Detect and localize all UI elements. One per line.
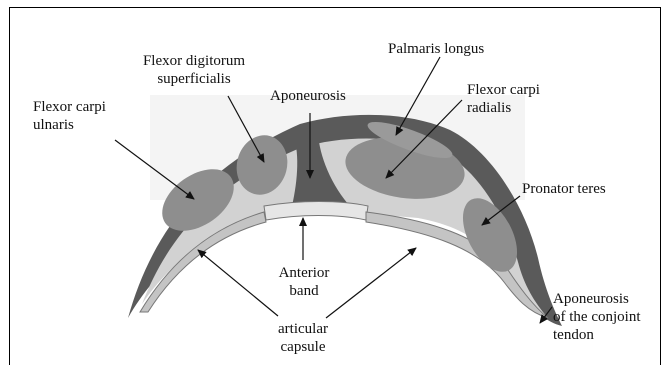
label-anterior-band: Anterior band	[262, 264, 346, 300]
label-flexor-carpi-radialis: Flexor carpi radialis	[467, 81, 540, 117]
anterior-band-shape	[264, 202, 368, 221]
label-aponeurosis-conjoint-tendon: Aponeurosis of the conjoint tendon	[553, 290, 640, 344]
label-pronator-teres: Pronator teres	[522, 180, 606, 198]
label-palmaris-longus: Palmaris longus	[388, 40, 484, 58]
label-articular-capsule: articular capsule	[258, 320, 348, 356]
label-flexor-carpi-ulnaris: Flexor carpi ulnaris	[33, 98, 106, 134]
label-aponeurosis: Aponeurosis	[270, 87, 346, 105]
label-flexor-digitorum-superficialis: Flexor digitorum superficialis	[124, 52, 264, 88]
